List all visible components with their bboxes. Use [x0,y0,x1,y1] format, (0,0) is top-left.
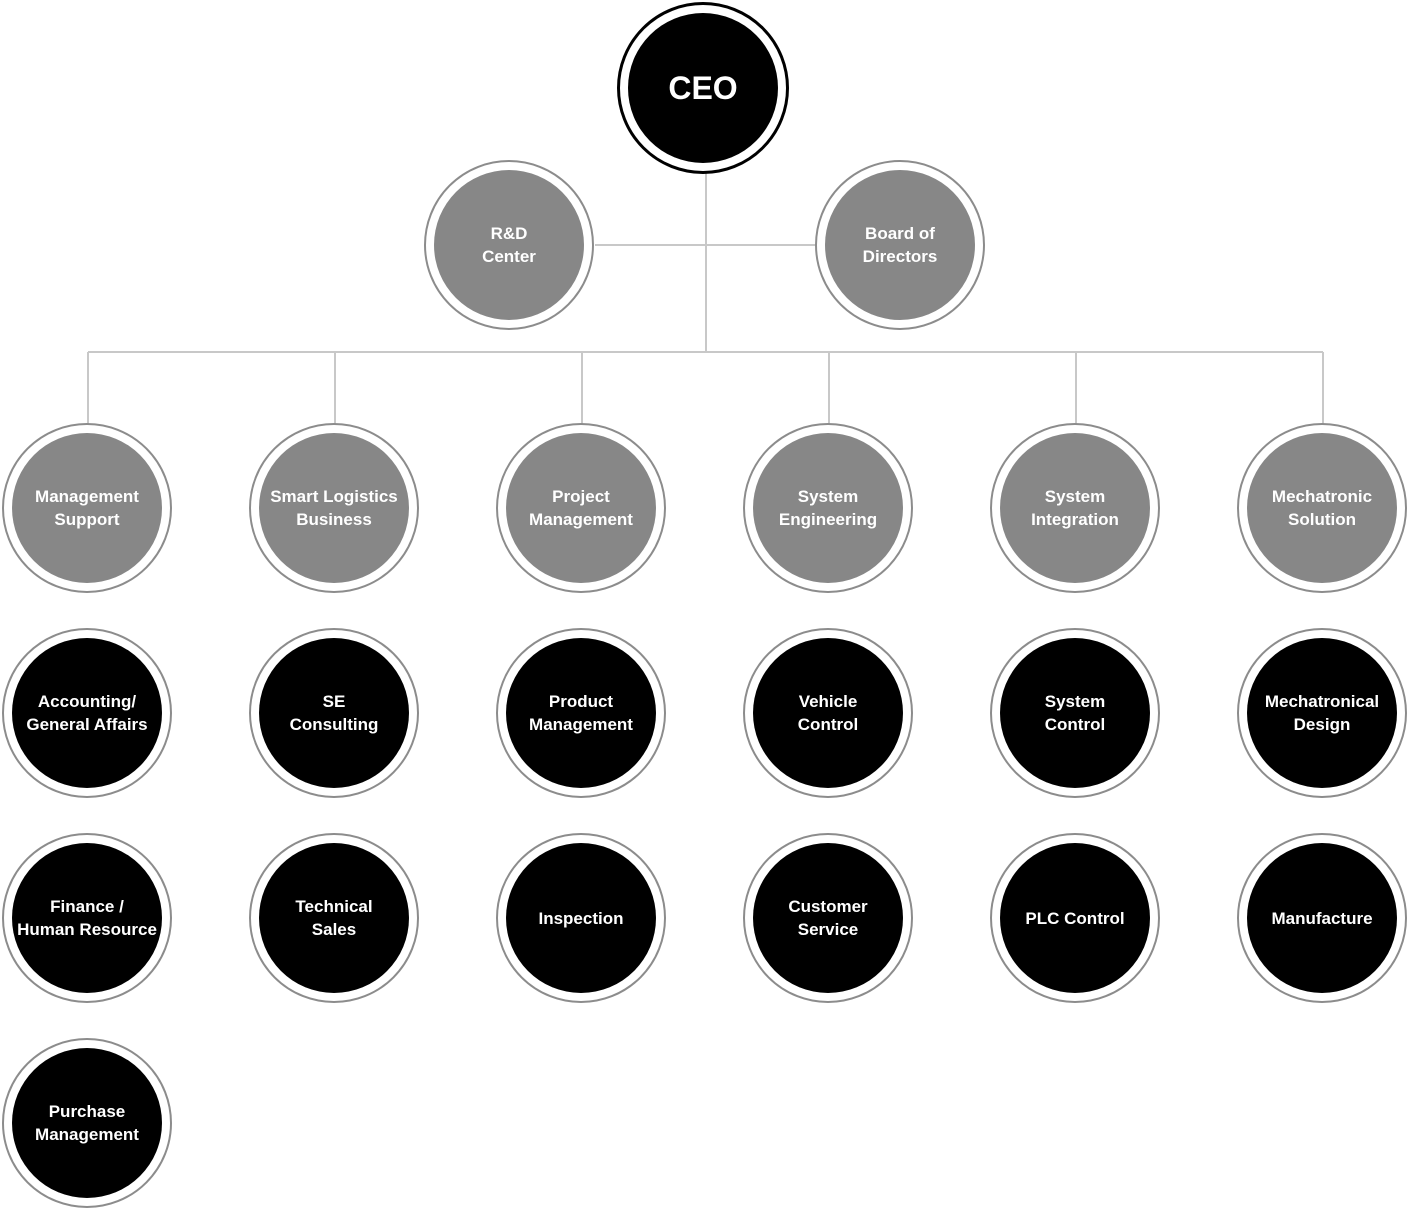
team-node: Inspection [496,833,666,1003]
node-label: Mechatronic Solution [1271,487,1373,529]
node-label: Project Management [529,487,633,529]
node-label: Board of Directors [862,224,938,266]
team-node: PLC Control [990,833,1160,1003]
node-label: Purchase Management [35,1102,139,1144]
node-label: System Integration [1031,487,1119,529]
department-node-system-engineering: System Engineering [743,423,913,593]
department-node-management-support: Management Support [2,423,172,593]
node-label: Finance / Human Resource [17,897,157,939]
team-node: Mechatronical Design [1237,628,1407,798]
team-node: System Control [990,628,1160,798]
node-label: Accounting/ General Affairs [26,692,148,734]
node-label: System Control [1044,692,1106,734]
node-label: Mechatronical Design [1264,692,1380,734]
team-node: Vehicle Control [743,628,913,798]
department-node-mechatronic-solution: Mechatronic Solution [1237,423,1407,593]
node-label: SE Consulting [289,692,379,734]
ceo-label: CEO [668,70,738,106]
department-node-project-management: Project Management [496,423,666,593]
team-node: Product Management [496,628,666,798]
node-label: Customer Service [788,897,868,939]
node-label: Vehicle Control [797,692,859,734]
node-label: Manufacture [1271,908,1373,928]
node-label: Product Management [529,692,633,734]
team-node: Manufacture [1237,833,1407,1003]
team-node: Finance / Human Resource [2,833,172,1003]
node-label: Smart Logistics Business [270,487,398,529]
team-node: Technical Sales [249,833,419,1003]
rnd-center-node: R&D Center [424,160,594,330]
ceo-node: CEO [617,2,789,174]
team-node: SE Consulting [249,628,419,798]
node-label: Inspection [538,908,624,928]
node-label: R&D Center [482,224,536,266]
team-node: Accounting/ General Affairs [2,628,172,798]
node-label: System Engineering [778,487,878,529]
team-node: Purchase Management [2,1038,172,1208]
node-label: Management Support [35,487,139,529]
team-node: Customer Service [743,833,913,1003]
board-of-directors-node: Board of Directors [815,160,985,330]
node-label: Technical Sales [295,897,373,939]
department-node-smart-logistics: Smart Logistics Business [249,423,419,593]
department-node-system-integration: System Integration [990,423,1160,593]
node-label: PLC Control [1025,908,1125,928]
